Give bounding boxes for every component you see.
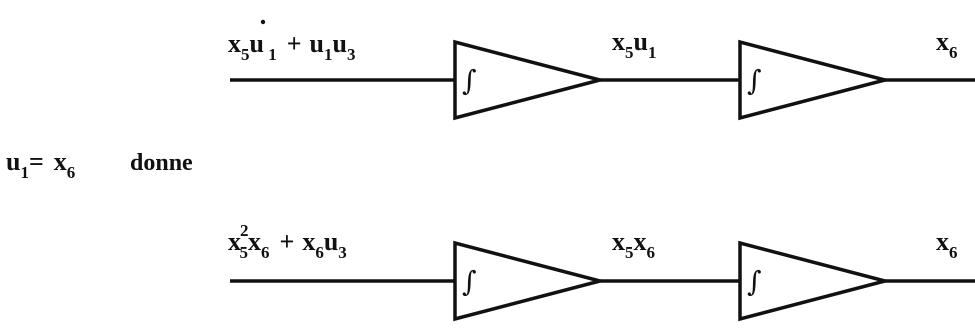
row1-output-label: x6 — [936, 27, 958, 62]
row1-integrator-2 — [738, 39, 892, 121]
row2-integrator-1-symbol: ∫ — [462, 265, 477, 298]
row1-derivative-dot — [260, 19, 266, 25]
row-1: ∫ ∫ x5u 1+u1u3 x5u1 x6 — [228, 19, 975, 121]
row1-middle-label: x5u1 — [612, 27, 656, 62]
row1-input-label: x5u 1+u1u3 — [228, 29, 355, 64]
row1-integrator-2-symbol: ∫ — [747, 64, 762, 97]
row2-integrator-1 — [453, 240, 607, 322]
condition-equation: u1=x6 — [6, 147, 75, 182]
condition: u1=x6 donne — [6, 147, 193, 182]
row1-integrator-1-symbol: ∫ — [462, 64, 477, 97]
row2-middle-label: x5x6 — [612, 227, 655, 262]
row1-integrator-1 — [453, 39, 607, 121]
row2-integrator-2-symbol: ∫ — [747, 265, 762, 298]
row2-integrator-2 — [738, 240, 892, 322]
condition-word: donne — [130, 150, 193, 176]
row2-output-label: x6 — [936, 227, 958, 262]
